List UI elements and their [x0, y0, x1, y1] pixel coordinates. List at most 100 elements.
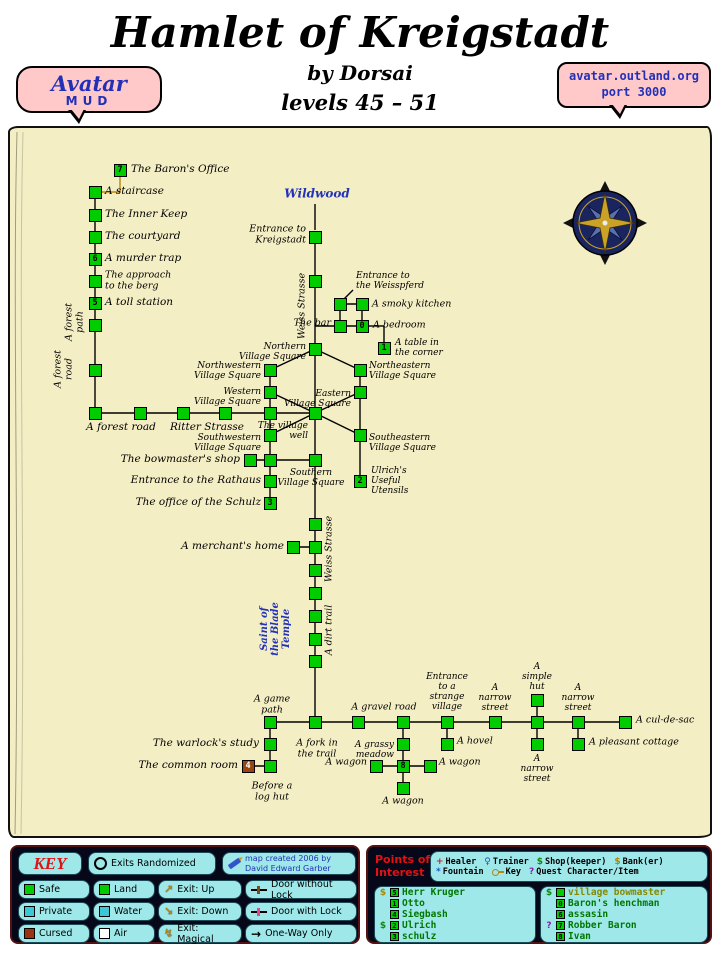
room-ws1[interactable] [308, 274, 322, 288]
room-evs[interactable] [353, 385, 367, 399]
key-entry-label: Land [114, 884, 138, 895]
poi-entry-name: schulz [402, 931, 437, 942]
room-m2[interactable] [308, 540, 322, 554]
oneway-icon: → [251, 926, 262, 941]
room-wagonE[interactable] [423, 759, 437, 773]
key-entry-label: Exit: Up [177, 884, 215, 895]
key-entry-door: Door without Lock [245, 878, 357, 901]
down-icon: ↘ [164, 905, 174, 918]
room-entrance[interactable] [308, 230, 322, 244]
poi-legend-item: *Fountain [436, 867, 484, 877]
logo-line2: MUD [65, 94, 113, 108]
room-m3[interactable] [308, 563, 322, 577]
room-rs1[interactable] [133, 406, 147, 420]
room-svs[interactable] [308, 453, 322, 467]
room-narrow1[interactable] [488, 715, 502, 729]
key-entry-label: One-Way Only [265, 928, 333, 939]
room-approach[interactable] [88, 274, 102, 288]
room-nwvs[interactable] [263, 363, 277, 377]
room-fr2[interactable] [88, 406, 102, 420]
room-bar[interactable] [333, 319, 347, 333]
room-meadow[interactable] [396, 737, 410, 751]
server-port: port 3000 [601, 85, 667, 99]
room-wvs[interactable] [263, 385, 277, 399]
poi-entry-name: Baron's henchman [568, 898, 660, 909]
room-m7[interactable] [308, 654, 322, 668]
room-m5[interactable] [308, 609, 322, 623]
room-strange[interactable] [440, 715, 454, 729]
room-baron[interactable]: 7 [113, 163, 127, 177]
server-host: avatar.outland.org [568, 69, 700, 84]
key-entry-private: Private [18, 902, 90, 921]
room-rs2[interactable] [176, 406, 190, 420]
room-keep[interactable] [88, 208, 102, 222]
poi-glyph: + [436, 856, 444, 867]
poi-legend-panel: +Healer♀Trainer$Shop(keeper)$Bank(er)*Fo… [430, 851, 708, 882]
room-narrow2[interactable] [571, 715, 585, 729]
key-entry-label: Door without Lock [271, 878, 333, 901]
room-hovel[interactable] [440, 737, 454, 751]
poi-title: Points of Interest [375, 853, 431, 880]
key-title: KEY [33, 853, 67, 873]
room-culdesac[interactable] [618, 715, 632, 729]
room-j1[interactable] [263, 453, 277, 467]
room-wagon8[interactable]: 8 [396, 759, 410, 773]
room-m4[interactable] [308, 586, 322, 600]
poi-entry-square: 6 [556, 910, 565, 919]
poi-entry-name: Ulrich [402, 920, 437, 931]
key-legend: KEY Exits Randomized map created 2006 by… [10, 845, 360, 945]
room-gamepath[interactable] [263, 715, 277, 729]
room-stair[interactable] [88, 185, 102, 199]
room-nevs[interactable] [353, 363, 367, 377]
room-j3[interactable] [530, 715, 544, 729]
room-swvs[interactable] [263, 428, 277, 442]
room-m6[interactable] [308, 632, 322, 646]
room-j2[interactable] [396, 715, 410, 729]
room-sevs[interactable] [353, 428, 367, 442]
safe-icon [24, 884, 35, 895]
room-simplehut[interactable] [530, 693, 544, 707]
room-wagonW[interactable] [369, 759, 383, 773]
room-narrow3[interactable] [530, 737, 544, 751]
room-kitchen[interactable] [355, 297, 369, 311]
room-innent[interactable] [333, 297, 347, 311]
room-rathaus[interactable] [263, 474, 277, 488]
room-warlock[interactable] [263, 737, 277, 751]
room-fr1[interactable] [88, 363, 102, 377]
room-schulz[interactable]: 3 [263, 496, 277, 510]
room-gravel[interactable] [351, 715, 365, 729]
key-icon [491, 868, 504, 876]
key-entry-air: Air [93, 924, 155, 943]
exits-randomized-entry: Exits Randomized [88, 852, 216, 875]
key-entry-label: Private [39, 906, 73, 917]
room-nvs[interactable] [308, 342, 322, 356]
key-entry-down: ↘Exit: Down [158, 902, 242, 921]
room-cottage[interactable] [571, 737, 585, 751]
room-fp1[interactable] [88, 318, 102, 332]
room-m1[interactable] [308, 517, 322, 531]
key-entry-water: Water [93, 902, 155, 921]
room-ulrich[interactable]: 2 [353, 474, 367, 488]
poi-entry-square: 5 [390, 888, 399, 897]
room-rs3[interactable] [218, 406, 232, 420]
room-court[interactable] [88, 230, 102, 244]
room-murder[interactable]: 6 [88, 252, 102, 266]
room-bowmaster[interactable] [243, 453, 257, 467]
key-entry-label: Water [114, 906, 143, 917]
doorlock-icon [251, 907, 267, 916]
room-well[interactable] [308, 406, 322, 420]
room-fork[interactable] [308, 715, 322, 729]
private-icon [24, 906, 35, 917]
room-toll[interactable]: 5 [88, 296, 102, 310]
room-commonroom[interactable]: 4 [241, 759, 255, 773]
room-merchant[interactable] [286, 540, 300, 554]
room-beforehut[interactable] [263, 759, 277, 773]
room-bedroom[interactable]: 0 [355, 319, 369, 333]
room-wagonS[interactable] [396, 781, 410, 795]
points-of-interest: Points of Interest +Healer♀Trainer$Shop(… [366, 845, 712, 944]
room-table[interactable]: 1 [377, 341, 391, 355]
room-jx[interactable] [263, 406, 277, 420]
